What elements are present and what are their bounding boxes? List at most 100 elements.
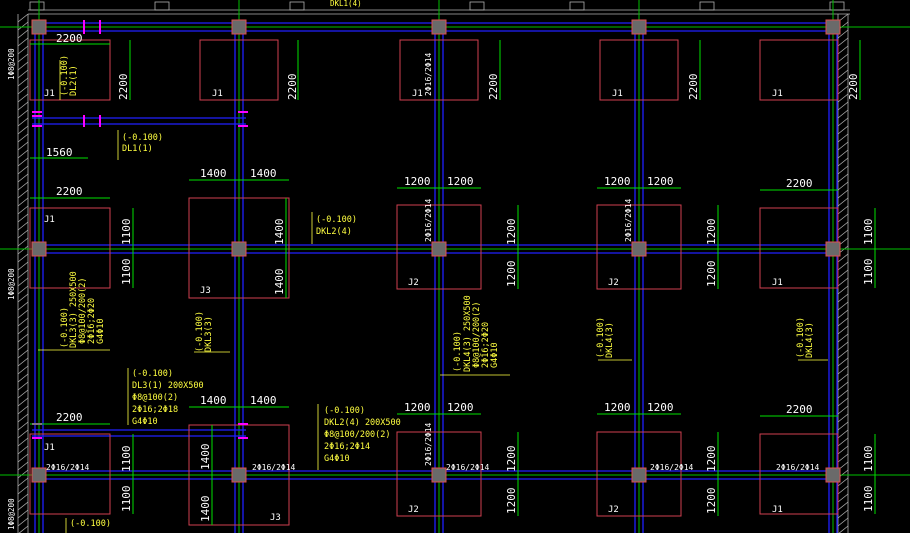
- dimension-text: 1200: [505, 219, 518, 246]
- hatch-stroke: [17, 69, 29, 79]
- hatch-stroke: [17, 29, 29, 39]
- dimension-text: 1100: [862, 219, 875, 246]
- dimension-text: 2200: [117, 74, 130, 101]
- hatch-stroke: [837, 37, 849, 47]
- dimension-text: 1100: [120, 486, 133, 513]
- dimension-text: 1200: [404, 401, 431, 414]
- hatch-stroke: [17, 37, 29, 47]
- beam-elevation: (-0.100): [796, 317, 806, 358]
- hatch-stroke: [837, 93, 849, 103]
- hatch-stroke: [837, 381, 849, 391]
- hatch-stroke: [837, 165, 849, 175]
- hatch-stroke: [837, 181, 849, 191]
- hatch-stroke: [17, 205, 29, 215]
- hatch-stroke: [837, 77, 849, 87]
- hatch-stroke: [837, 341, 849, 351]
- beam-label: DKL3(3): [204, 316, 214, 352]
- rebar-label: 2Φ16/2Φ14: [776, 463, 820, 472]
- hatch-stroke: [837, 53, 849, 63]
- hatch-stroke: [837, 133, 849, 143]
- hatch-stroke: [837, 421, 849, 431]
- column: [631, 241, 647, 257]
- hatch-stroke: [17, 437, 29, 447]
- rebar-label: 2Φ16/2Φ14: [650, 463, 694, 472]
- beam-stirrup: Φ8@100(2): [132, 393, 178, 403]
- hatch-stroke: [837, 333, 849, 343]
- hatch-stroke: [17, 13, 29, 23]
- hatch-stroke: [837, 141, 849, 151]
- axis-label: 1Φ8@200: [7, 268, 16, 300]
- dimension-text: 1200: [705, 219, 718, 246]
- hatch-stroke: [837, 405, 849, 415]
- beam-elevation: (-0.100): [60, 55, 70, 96]
- dimension-text: 1400: [250, 394, 277, 407]
- footing-label: J1: [212, 89, 223, 99]
- hatch-stroke: [837, 317, 849, 327]
- column: [631, 19, 647, 35]
- hatch-stroke: [837, 301, 849, 311]
- hatch-stroke: [837, 445, 849, 455]
- hatch-stroke: [837, 45, 849, 55]
- hatch-stroke: [17, 349, 29, 359]
- beam-label: DL3(1) 200X500: [132, 381, 204, 391]
- beam-stirrup: Φ8@100/200(2): [78, 277, 88, 344]
- hatch-stroke: [17, 141, 29, 151]
- beam-elevation: (-0.100): [132, 369, 173, 379]
- column: [231, 467, 247, 483]
- footing-label: J3: [270, 513, 281, 523]
- hatch-stroke: [17, 85, 29, 95]
- hatch-stroke: [837, 213, 849, 223]
- hatch-stroke: [17, 237, 29, 247]
- top-note: DKL1(4): [330, 0, 362, 8]
- footing-label: J1: [412, 89, 423, 99]
- beam-annotations: (-0.100) DL2(1) (-0.100) DL1(1) (-0.100)…: [60, 55, 815, 529]
- footing-labels: J1 J1 J1 J1 J1 J1 J3 J2 J2 J1 J1 J3 J2 J…: [44, 89, 783, 523]
- beam-label: DKL3(3) 250X500: [69, 271, 79, 348]
- hatch-stroke: [17, 61, 29, 71]
- hatch-stroke: [17, 421, 29, 431]
- hatch-stroke: [837, 397, 849, 407]
- dimension-text: 1400: [199, 444, 212, 471]
- hatch-stroke: [17, 301, 29, 311]
- dimension-text: 1200: [647, 401, 674, 414]
- rebar-label: 2Φ16/2Φ14: [446, 463, 490, 472]
- dimension-text: 1200: [505, 488, 518, 515]
- dimension-text: 2200: [56, 32, 83, 45]
- dimension-text: 2200: [56, 411, 83, 424]
- hatch-stroke: [17, 117, 29, 127]
- hatch-stroke: [17, 149, 29, 159]
- hatch-stroke: [17, 445, 29, 455]
- hatch-stroke: [837, 429, 849, 439]
- column: [825, 467, 841, 483]
- dimension-text: 1200: [404, 175, 431, 188]
- dimension-text: 1400: [250, 167, 277, 180]
- rebar-label: 2Φ16/2Φ14: [624, 198, 633, 242]
- hatch-stroke: [17, 493, 29, 503]
- dimension-text-v: 2200 2200 2200 2200 2200 1100 1100 1400 …: [117, 74, 875, 523]
- hatch-stroke: [17, 133, 29, 143]
- hatch-stroke: [17, 221, 29, 231]
- hatch-stroke: [17, 477, 29, 487]
- hatch-stroke: [17, 165, 29, 175]
- beam-label: DKL4(3): [805, 322, 815, 358]
- beam-label: DL1(1): [122, 144, 153, 154]
- dimension-text: 1200: [447, 401, 474, 414]
- dimension-text: 1400: [200, 167, 227, 180]
- dimension-text: 1100: [862, 446, 875, 473]
- footing-label: J2: [408, 505, 419, 515]
- footing-label: J3: [200, 286, 211, 296]
- column: [825, 241, 841, 257]
- hatch-stroke: [837, 101, 849, 111]
- hatch-stroke: [838, 525, 849, 533]
- hatch-stroke: [17, 413, 29, 423]
- footing-label: J1: [44, 443, 55, 453]
- rebar-label: 2Φ16/2Φ14: [46, 463, 90, 472]
- axis-label: 1Φ8@200: [7, 498, 16, 530]
- rebar-label: 2Φ16/2Φ14: [252, 463, 296, 472]
- hatch-stroke: [17, 101, 29, 111]
- hatch-stroke: [17, 381, 29, 391]
- hatch-stroke: [837, 229, 849, 239]
- column: [31, 19, 47, 35]
- hatch-stroke: [17, 293, 29, 303]
